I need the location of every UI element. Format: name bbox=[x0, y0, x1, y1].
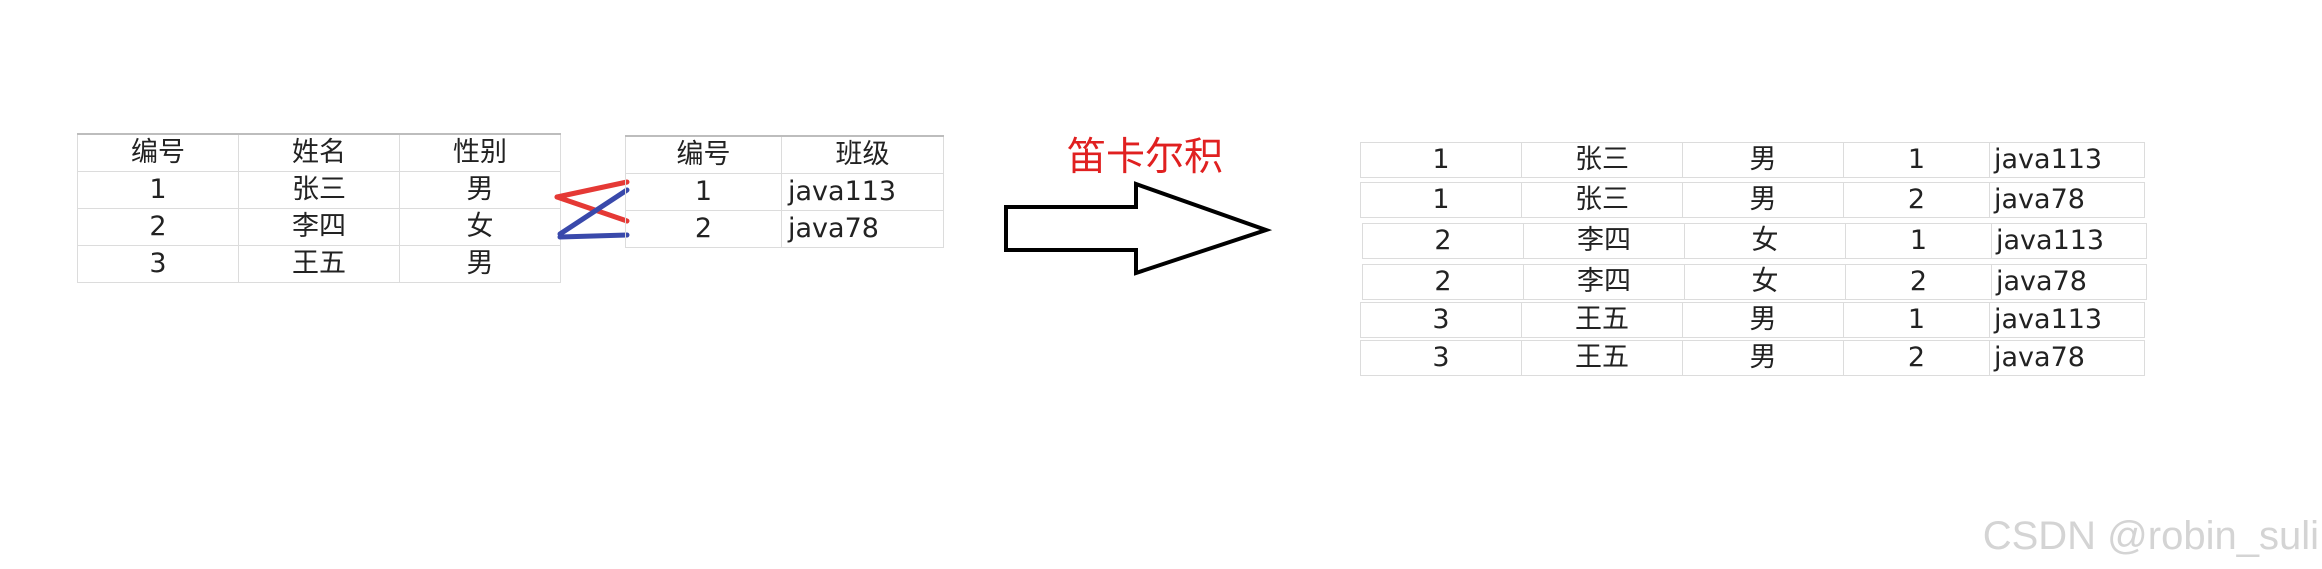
table-cell: 王五 bbox=[238, 245, 400, 283]
table-cell: 1 bbox=[1843, 302, 1990, 338]
table-cell: 男 bbox=[1682, 142, 1844, 178]
link-line-blue-bottom bbox=[557, 232, 630, 240]
table-cell: 2 bbox=[1362, 223, 1524, 259]
result-row-2: 2 李四 女 1 java113 bbox=[1362, 223, 2147, 259]
table-row: 3 王五 男 bbox=[77, 245, 561, 283]
result-row-0: 1 张三 男 1 java113 bbox=[1360, 142, 2145, 178]
table-cell: 2 bbox=[625, 210, 782, 248]
table-cell: 张三 bbox=[1521, 142, 1683, 178]
cartesian-product-label: 笛卡尔积 bbox=[1067, 135, 1224, 180]
table-cell: 王五 bbox=[1521, 340, 1683, 376]
table-cell: 张三 bbox=[1521, 182, 1683, 218]
table-row: 1 java113 bbox=[625, 173, 944, 211]
watermark: CSDN @robin_suli bbox=[1982, 514, 2319, 558]
table-cell: 2 bbox=[77, 208, 239, 246]
table-cell: 李四 bbox=[1523, 223, 1685, 259]
table-cell: java78 bbox=[1991, 264, 2147, 300]
table-cell: 1 bbox=[1360, 142, 1522, 178]
table-row: 2 李四 女 bbox=[77, 208, 561, 246]
table-cell: java113 bbox=[1989, 302, 2145, 338]
table-row: 1 张三 男 2 java78 bbox=[1360, 182, 2145, 218]
link-line-red-cross bbox=[554, 194, 630, 224]
table-cell: 2 bbox=[1843, 340, 1990, 376]
table-cell: 李四 bbox=[1523, 264, 1685, 300]
table-cell: java113 bbox=[1989, 142, 2145, 178]
arrow-shape bbox=[1004, 181, 1273, 276]
table-cell: 女 bbox=[399, 208, 561, 246]
table-cell: 女 bbox=[1684, 223, 1846, 259]
table-cell: 王五 bbox=[1521, 302, 1683, 338]
result-row-4: 3 王五 男 1 java113 bbox=[1360, 302, 2145, 338]
header-cell: 性别 bbox=[399, 133, 561, 172]
header-cell: 编号 bbox=[77, 133, 239, 172]
table-cell: 男 bbox=[1682, 340, 1844, 376]
table-cell: java78 bbox=[1989, 182, 2145, 218]
table-cell: 1 bbox=[1360, 182, 1522, 218]
table-cell: 2 bbox=[1845, 264, 1992, 300]
link-line-red-top bbox=[554, 179, 630, 200]
result-row-3: 2 李四 女 2 java78 bbox=[1362, 264, 2147, 300]
table-cell: 男 bbox=[1682, 302, 1844, 338]
table-header-row: 编号 班级 bbox=[625, 135, 944, 174]
table-row: 2 java78 bbox=[625, 210, 944, 248]
table-cell: 男 bbox=[1682, 182, 1844, 218]
table-cell: 1 bbox=[1843, 142, 1990, 178]
result-row-1: 1 张三 男 2 java78 bbox=[1360, 182, 2145, 218]
table-cell: java78 bbox=[1989, 340, 2145, 376]
header-cell: 姓名 bbox=[238, 133, 400, 172]
table-cell: 3 bbox=[1360, 340, 1522, 376]
table-row: 3 王五 男 2 java78 bbox=[1360, 340, 2145, 376]
classes-table: 编号 班级 1 java113 2 java78 bbox=[625, 135, 944, 248]
table-cell: 3 bbox=[1360, 302, 1522, 338]
table-row: 2 李四 女 1 java113 bbox=[1362, 223, 2147, 259]
result-row-5: 3 王五 男 2 java78 bbox=[1360, 340, 2145, 376]
table-row: 3 王五 男 1 java113 bbox=[1360, 302, 2145, 338]
table-cell: java113 bbox=[1991, 223, 2147, 259]
table-cell: 1 bbox=[1845, 223, 1992, 259]
link-line-blue-cross bbox=[557, 187, 630, 237]
table-row: 1 张三 男 1 java113 bbox=[1360, 142, 2145, 178]
table-cell: 男 bbox=[399, 245, 561, 283]
table-cell: 3 bbox=[77, 245, 239, 283]
table-cell: java78 bbox=[781, 210, 944, 248]
table-cell: 女 bbox=[1684, 264, 1846, 300]
students-table: 编号 姓名 性别 1 张三 男 2 李四 女 3 王五 男 bbox=[77, 133, 561, 283]
table-cell: 2 bbox=[1843, 182, 1990, 218]
table-row: 2 李四 女 2 java78 bbox=[1362, 264, 2147, 300]
table-header-row: 编号 姓名 性别 bbox=[77, 133, 561, 172]
table-cell: 2 bbox=[1362, 264, 1524, 300]
table-cell: 男 bbox=[399, 171, 561, 209]
